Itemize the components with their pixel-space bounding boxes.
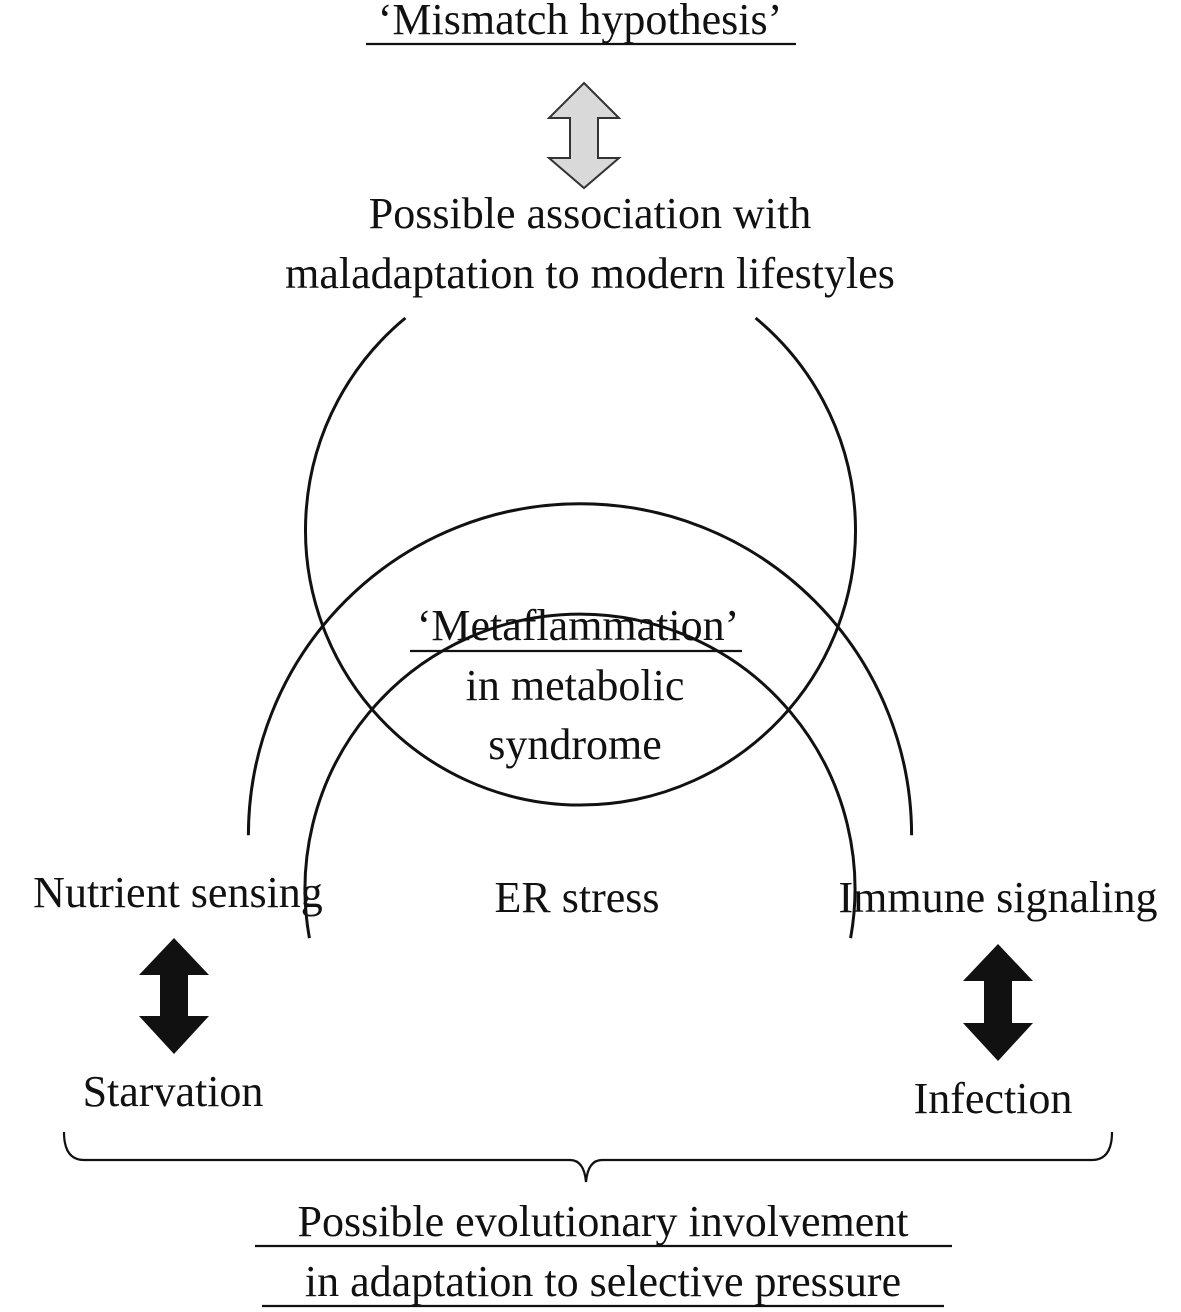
nutrient-sensing-label: Nutrient sensing (33, 868, 323, 917)
top-circle (304, 316, 857, 807)
infection-label: Infection (914, 1074, 1073, 1123)
quote-open: ‘ (378, 0, 393, 44)
quote-open: ‘ (417, 601, 432, 650)
mismatch-hypothesis-title: ‘Mismatch hypothesis’ (378, 0, 783, 44)
quote-close: ’ (768, 0, 783, 44)
gray-double-arrow-icon (546, 81, 622, 190)
bottom-brace (62, 1131, 1114, 1183)
evolutionary-line-1: Possible evolutionary involvement (297, 1197, 908, 1246)
quote-close: ’ (725, 601, 740, 650)
left-double-arrow-icon (139, 938, 209, 1054)
association-line-2: maladaptation to modern lifestyles (285, 249, 895, 298)
right-circle (246, 502, 914, 836)
association-line-1: Possible association with (369, 189, 811, 238)
left-circle (303, 612, 857, 939)
metaflammation-line-3: syndrome (488, 720, 662, 769)
right-double-arrow-icon (963, 944, 1033, 1061)
metaflammation-title: ‘Metaflammation’ (417, 601, 740, 650)
er-stress-label: ER stress (495, 873, 660, 922)
mismatch-hypothesis-text: Mismatch hypothesis (392, 0, 767, 44)
metaflammation-line-2: in metabolic (466, 661, 685, 710)
immune-signaling-label: Immune signaling (839, 873, 1158, 922)
starvation-label: Starvation (83, 1067, 264, 1116)
metaflammation-text: Metaflammation (431, 601, 724, 650)
evolutionary-line-2: in adaptation to selective pressure (305, 1257, 901, 1306)
